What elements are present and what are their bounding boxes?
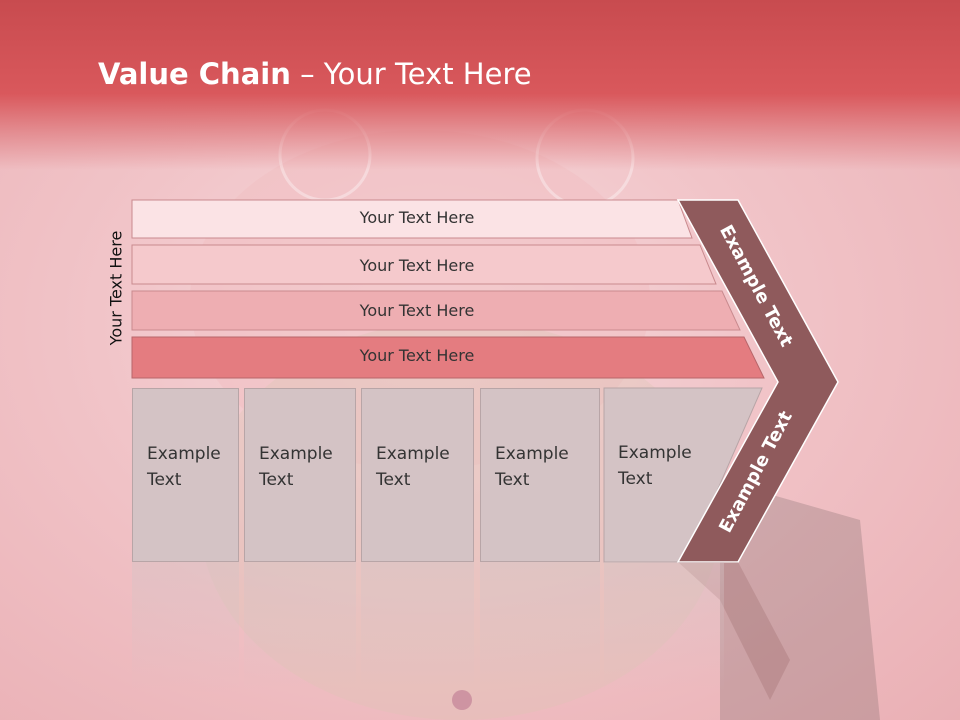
box-4-line2: Text	[495, 470, 530, 490]
box-2-reflection	[244, 562, 356, 692]
box-1-line2: Text	[147, 470, 182, 490]
box-2-line1: Example	[259, 444, 333, 464]
box-1-line1: Example	[147, 444, 221, 464]
band-2	[131, 244, 717, 285]
box-4-reflection	[480, 562, 600, 692]
chevron-reflection	[678, 562, 790, 700]
band-4-label: Your Text Here	[359, 346, 475, 365]
box-2-line2: Text	[259, 470, 294, 490]
box-3-line1: Example	[376, 444, 450, 464]
band-2-label: Your Text Here	[359, 256, 475, 275]
title-rest: – Your Text Here	[290, 57, 532, 91]
chevron-arrow	[676, 199, 839, 563]
box-3-reflection	[361, 562, 474, 692]
page-title: Value Chain – Your Text Here	[98, 54, 532, 94]
band-4	[131, 336, 765, 379]
band-1-label: Your Text Here	[359, 208, 475, 227]
header-bar	[0, 0, 960, 170]
band-1	[131, 199, 693, 239]
box-5-reflection	[604, 562, 724, 692]
title-bold: Value Chain	[98, 57, 291, 91]
box-5-line1: Example	[618, 443, 692, 463]
box-5-line2: Text	[618, 469, 653, 489]
box-1-reflection	[132, 562, 239, 692]
box-4-line1: Example	[495, 444, 569, 464]
band-3	[131, 290, 741, 331]
box-3-line2: Text	[376, 470, 411, 490]
band-3-label: Your Text Here	[359, 301, 475, 320]
